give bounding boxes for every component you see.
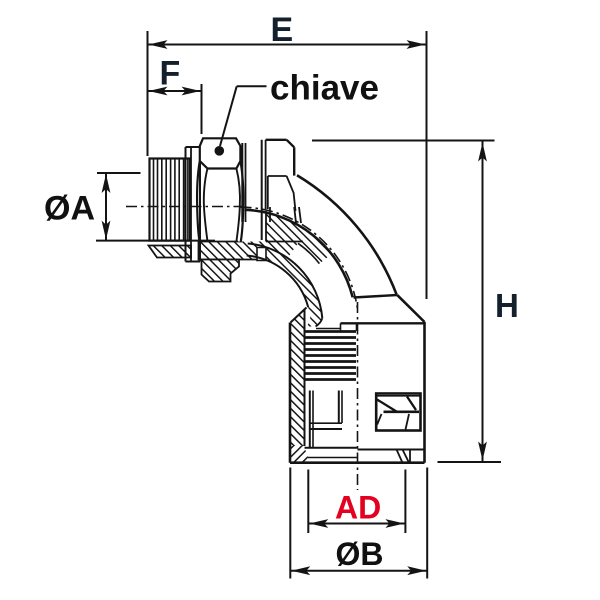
svg-text:E: E <box>271 11 294 49</box>
svg-text:H: H <box>495 287 519 324</box>
svg-text:F: F <box>160 55 181 93</box>
svg-text:ØA: ØA <box>44 190 95 228</box>
svg-text:chiave: chiave <box>270 69 379 108</box>
svg-text:ØB: ØB <box>336 536 384 572</box>
svg-text:AD: AD <box>335 490 381 526</box>
